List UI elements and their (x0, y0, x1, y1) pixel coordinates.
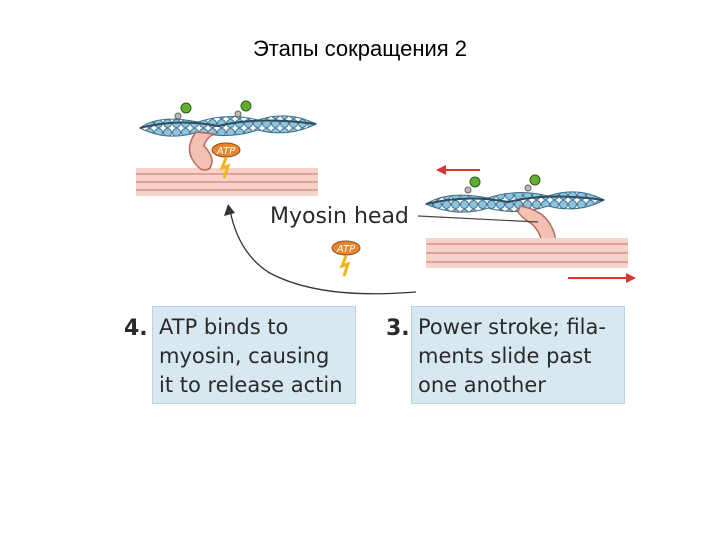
myosin-head-label: Myosin head (270, 204, 409, 229)
myosin-head-leader-line (417, 215, 539, 223)
step-4-number: 4. (124, 316, 148, 341)
diagram-graphic: ATP (136, 100, 636, 295)
svg-text:ATP: ATP (336, 244, 356, 255)
cycle-arrow (229, 209, 417, 295)
step-3-caption: Power stroke; fila- ments slide past one… (411, 306, 625, 404)
step-3-line-2: ments slide past (418, 344, 592, 368)
left-green-ball-1 (180, 102, 192, 114)
step-4-line-2: myosin, causing (159, 344, 330, 368)
step-3-line-1: Power stroke; fila- (418, 315, 606, 339)
left-green-ball-2 (240, 100, 252, 112)
left-thin-filament (139, 115, 318, 137)
atp-badge-bottom: ATP (331, 240, 361, 277)
right-thin-filament (424, 191, 606, 213)
left-myosin-head (188, 131, 217, 171)
slide-title: Этапы сокращения 2 (252, 36, 468, 61)
left-filament-group: ATP (136, 100, 318, 196)
step-3-number: 3. (386, 316, 410, 341)
right-filament-group (424, 165, 636, 283)
muscle-contraction-figure: ATP (118, 92, 648, 412)
svg-text:ATP: ATP (216, 146, 236, 157)
step-4-line-1: ATP binds to (159, 315, 289, 339)
step-3-line-3: one another (418, 373, 546, 397)
right-green-ball-2 (529, 174, 541, 186)
right-green-ball-1 (469, 176, 481, 188)
step-4-line-3: it to release actin (159, 373, 343, 397)
step-4-caption: ATP binds to myosin, causing it to relea… (152, 306, 356, 404)
atp-badge-top: ATP (211, 142, 241, 179)
